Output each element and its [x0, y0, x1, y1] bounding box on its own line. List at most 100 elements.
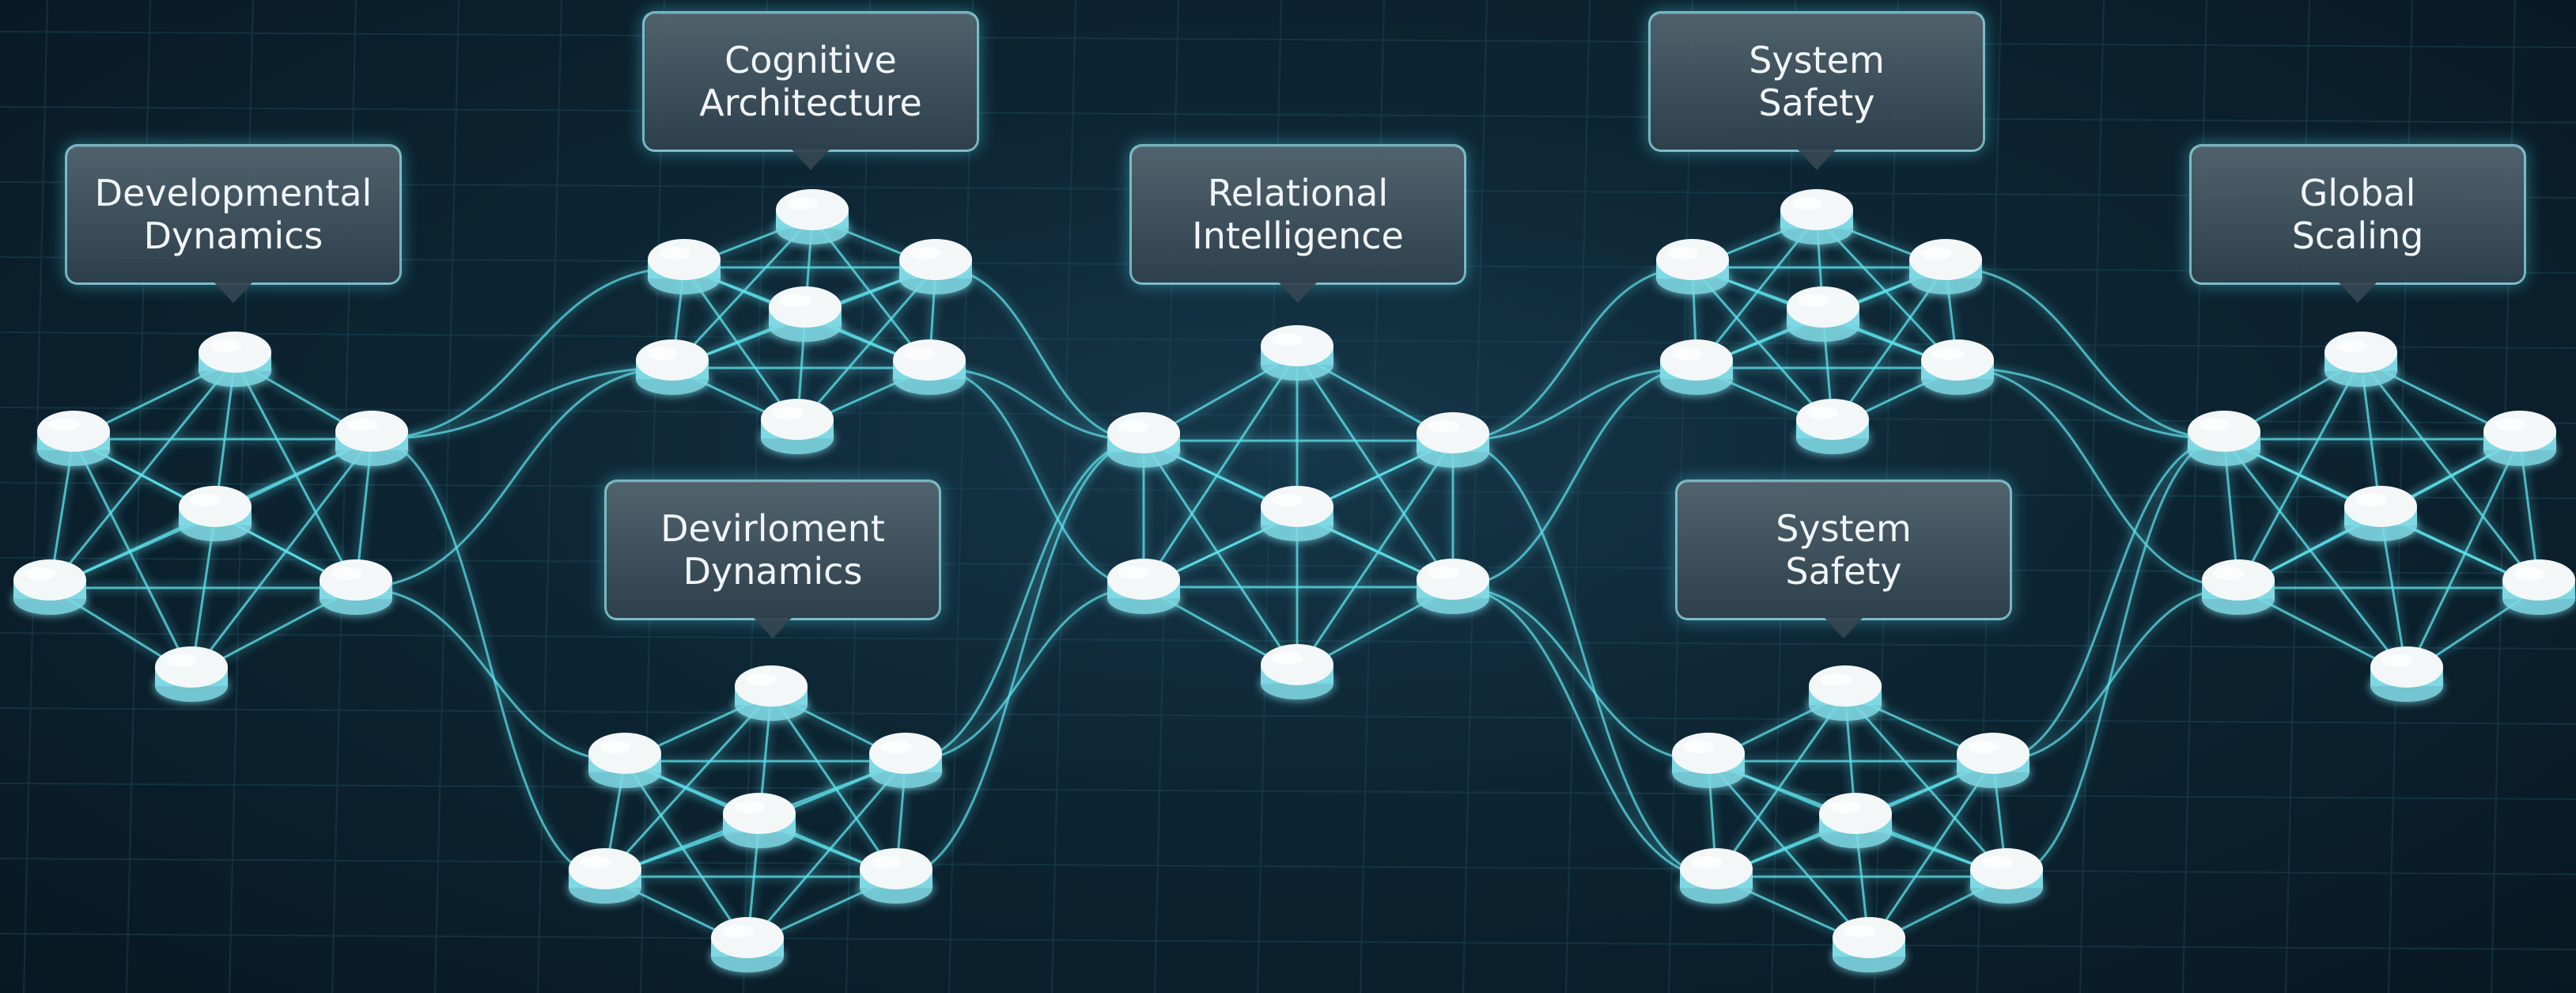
callout-system-safety-top: System Safety — [1648, 11, 1985, 170]
database-disk-icon — [2502, 559, 2575, 615]
database-disk-icon — [1660, 339, 1733, 395]
edge-cognitive — [671, 216, 814, 370]
database-disk-icon — [37, 411, 110, 466]
edge-safety_top — [1831, 267, 1947, 428]
nodes — [13, 189, 2575, 972]
database-disk-icon — [1417, 412, 1489, 468]
database-disk-icon — [1107, 559, 1180, 614]
edge-safety_top — [1815, 216, 1959, 370]
database-disk-icon — [1909, 239, 1982, 294]
link-developmental-devirloment — [371, 438, 606, 878]
edge-global — [2222, 438, 2408, 676]
link-safety_top-global — [1957, 366, 2239, 589]
link-safety_bottom-global — [1992, 586, 2239, 763]
link-relational-safety_bottom — [1452, 586, 1709, 763]
callout-developmental-dynamics: Developmental Dynamics — [65, 144, 402, 303]
edge-safety_bottom — [1715, 693, 1847, 877]
database-disk-icon — [179, 486, 252, 541]
edge-devirloment — [746, 760, 907, 946]
database-disk-icon — [893, 339, 966, 395]
database-disk-icon — [1680, 848, 1753, 904]
link-cognitive-relational — [929, 366, 1144, 442]
link-relational-safety_bottom — [1452, 586, 1717, 878]
edge-cognitive — [796, 267, 937, 428]
link-safety_top-global — [1945, 266, 2225, 441]
link-safety_bottom-global — [1992, 438, 2225, 763]
edge-relational — [1142, 440, 1299, 673]
database-disk-icon — [1261, 644, 1333, 699]
link-developmental-devirloment — [355, 586, 626, 763]
callout-global-scaling: Global Scaling — [2189, 144, 2526, 303]
edge-developmental — [48, 359, 236, 589]
database-disk-icon — [723, 793, 796, 848]
database-disk-icon — [13, 559, 86, 615]
edge-safety_bottom — [1844, 693, 2008, 877]
database-disk-icon — [2324, 332, 2397, 387]
database-disk-icon — [2483, 411, 2556, 466]
edge-relational — [1296, 440, 1454, 673]
database-disk-icon — [1672, 733, 1745, 788]
database-disk-icon — [2202, 559, 2275, 615]
callout-system-safety-bottom: System Safety — [1675, 479, 2012, 639]
database-disk-icon — [1261, 486, 1333, 541]
link-relational-safety_top — [1452, 366, 1697, 589]
callout-relational-intelligence: Relational Intelligence — [1129, 144, 1466, 303]
link-relational-safety_top — [1452, 366, 1697, 442]
database-disk-icon — [569, 848, 641, 904]
edge-relational — [1296, 353, 1454, 588]
edge-relational — [1142, 353, 1299, 588]
link-devirloment-relational — [905, 439, 1144, 763]
database-disk-icon — [1819, 793, 1892, 848]
callout-label: Relational Intelligence — [1192, 172, 1404, 257]
database-disk-icon — [335, 411, 408, 466]
callout-devirloment-dynamics: Devirloment Dynamics — [604, 479, 941, 639]
edge-devirloment — [770, 693, 898, 877]
edge-cognitive — [683, 267, 799, 428]
callout-label: Global Scaling — [2291, 172, 2424, 257]
link-cognitive-relational — [935, 266, 1144, 442]
database-disk-icon — [769, 286, 842, 342]
edge-safety_bottom — [1707, 760, 1871, 946]
database-disk-icon — [1780, 189, 1853, 244]
database-disk-icon — [155, 646, 228, 702]
database-disk-icon — [711, 917, 784, 972]
callout-label: System Safety — [1749, 39, 1885, 124]
link-developmental-cognitive — [371, 366, 673, 441]
database-disk-icon — [1921, 339, 1994, 395]
edge-devirloment — [623, 760, 749, 946]
edge-developmental — [190, 438, 373, 676]
link-safety_bottom-global — [2006, 438, 2225, 878]
database-disk-icon — [869, 733, 942, 788]
database-disk-icon — [2188, 411, 2260, 466]
database-disk-icon — [776, 189, 849, 244]
database-disk-icon — [1809, 665, 1882, 721]
link-safety_top-global — [1957, 366, 2225, 441]
database-disk-icon — [1107, 412, 1180, 468]
database-disk-icon — [761, 399, 834, 454]
database-disk-icon — [2344, 486, 2417, 541]
link-relational-safety_bottom — [1452, 439, 1717, 878]
database-disk-icon — [199, 332, 271, 387]
edge-developmental — [72, 438, 193, 676]
callout-label: Developmental Dynamics — [94, 172, 373, 257]
edge-global — [2405, 438, 2521, 676]
callout-label: System Safety — [1776, 507, 1912, 593]
database-disk-icon — [899, 239, 972, 294]
database-disk-icon — [588, 733, 661, 788]
database-disk-icon — [1656, 239, 1729, 294]
database-disk-icon — [860, 848, 932, 904]
link-developmental-cognitive — [371, 266, 685, 441]
callout-cognitive-architecture: Cognitive Architecture — [642, 11, 979, 170]
link-devirloment-relational — [905, 586, 1144, 763]
edge-safety_bottom — [1867, 760, 1995, 946]
edge-devirloment — [603, 692, 773, 878]
database-disk-icon — [1787, 286, 1859, 342]
database-disk-icon — [1957, 733, 2029, 788]
link-developmental-cognitive — [355, 366, 673, 589]
database-disk-icon — [320, 559, 392, 615]
database-disk-icon — [1970, 848, 2043, 904]
